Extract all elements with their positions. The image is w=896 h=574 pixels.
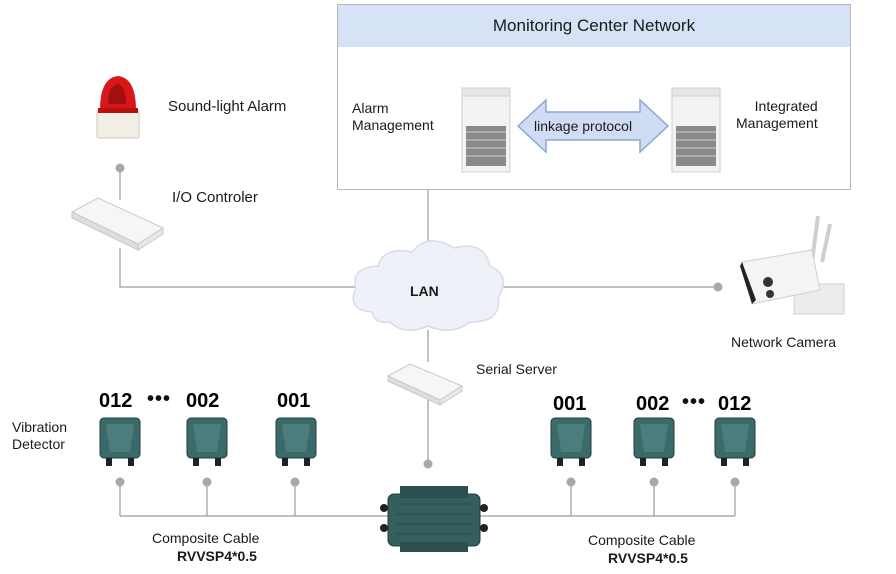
linkage-protocol-label: linkage protocol (534, 118, 633, 134)
detector-id: 001 (277, 390, 311, 412)
junction-box-icon (380, 486, 488, 552)
serial-server-icon (386, 363, 464, 406)
alarm-management-label: Alarm Management (352, 100, 434, 133)
vibration-detector-label: Vibration Detector (12, 419, 68, 452)
right-cable-name: Composite Cable (588, 532, 696, 548)
vibration-detector-icon (714, 417, 756, 466)
detector-id: 002 (636, 393, 670, 415)
monitoring-center-panel: Monitoring Center Network (337, 4, 851, 190)
network-camera-label: Network Camera (731, 334, 837, 350)
integrated-management-label: Integrated Management (736, 98, 818, 131)
alarm-server-icon (461, 87, 511, 173)
detector-id: 012 (718, 393, 752, 415)
sound-light-alarm-label: Sound-light Alarm (168, 98, 287, 115)
io-controller-icon (70, 197, 165, 251)
vibration-detector-icon (99, 417, 141, 466)
network-camera-icon (740, 215, 845, 315)
io-controller-label: I/O Controler (172, 189, 258, 206)
detector-id: 001 (553, 393, 587, 415)
linkage-double-arrow (516, 98, 670, 154)
detector-id: 012 (99, 390, 133, 412)
vibration-detector-icon (275, 417, 317, 466)
ellipsis: ••• (682, 391, 707, 413)
lan-label: LAN (410, 283, 439, 299)
ellipsis: ••• (147, 388, 172, 410)
detector-id: 002 (186, 390, 220, 412)
vibration-detector-icon (550, 417, 592, 466)
serial-server-label: Serial Server (476, 361, 557, 377)
left-cable-spec: RVVSP4*0.5 (177, 548, 257, 564)
sound-light-alarm-icon (96, 76, 140, 139)
integrated-server-icon (671, 87, 721, 173)
monitoring-center-title: Monitoring Center Network (338, 5, 850, 47)
lan-cloud-icon (352, 240, 505, 331)
vibration-detector-icon (186, 417, 228, 466)
vibration-detector-icon (633, 417, 675, 466)
left-cable-name: Composite Cable (152, 530, 260, 546)
right-cable-spec: RVVSP4*0.5 (608, 550, 688, 566)
